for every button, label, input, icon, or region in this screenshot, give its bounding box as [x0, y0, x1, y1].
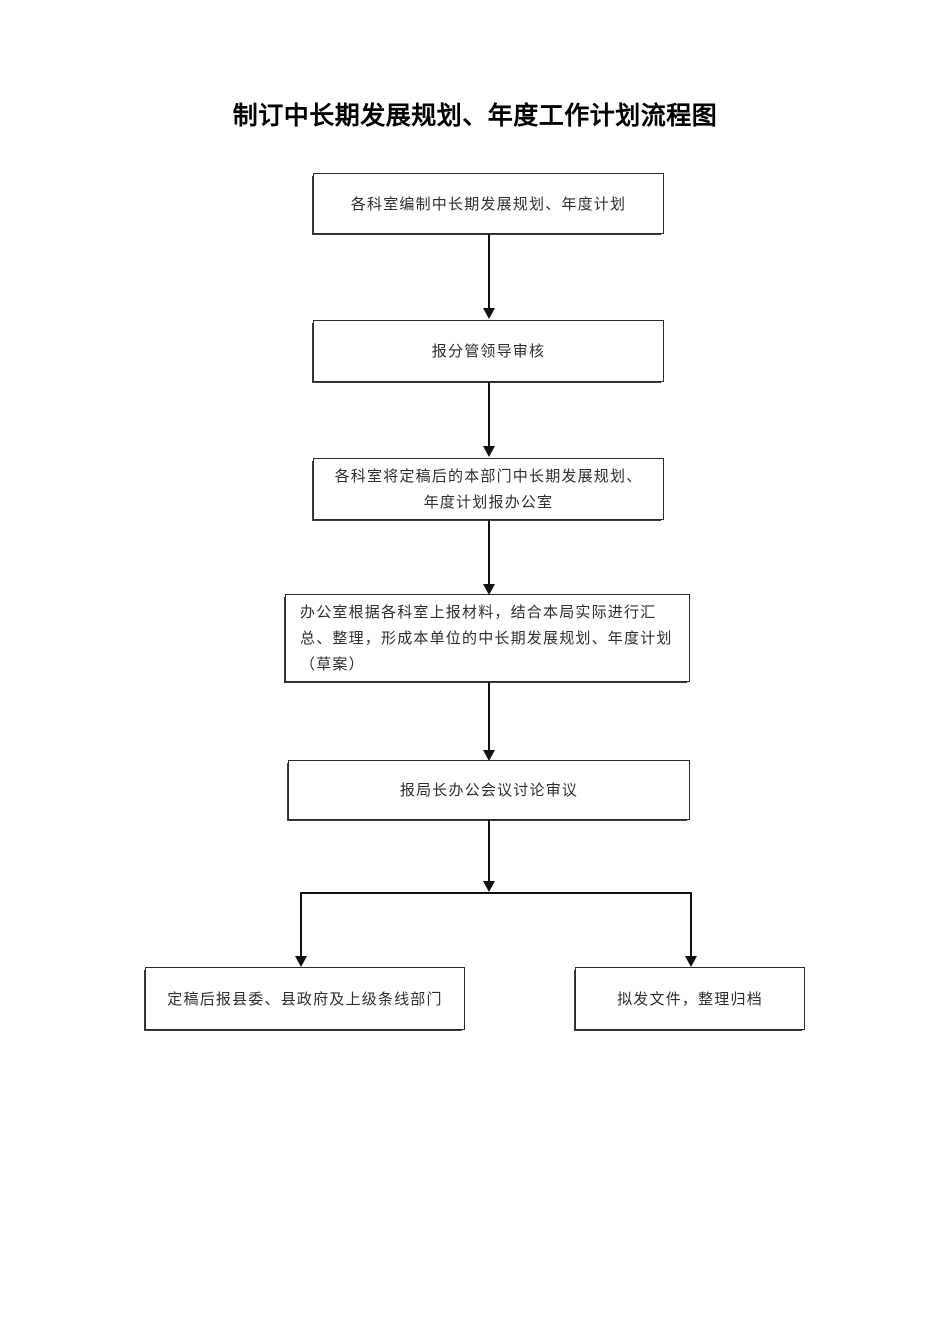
branch-right-line [690, 892, 692, 962]
flow-node-6a-line-1: 定稿后报县委、县政府及上级条线部门 [167, 989, 443, 1008]
flow-node-3[interactable]: 各科室将定稿后的本部门中长期发展规划、 年度计划报办公室 [313, 458, 664, 520]
branch-right-arrowhead-icon [685, 956, 697, 967]
flow-node-4[interactable]: 办公室根据各科室上报材料，结合本局实际进行汇 总、整理，形成本单位的中长期发展规… [285, 594, 690, 682]
page-title: 制订中长期发展规划、年度工作计划流程图 [232, 101, 718, 130]
connector-2-3-arrowhead-icon [483, 446, 495, 457]
flow-node-5-line-1: 报局长办公会议讨论审议 [399, 781, 579, 799]
connector-2-3-line [488, 382, 490, 448]
flow-node-2[interactable]: 报分管领导审核 [313, 320, 664, 382]
connector-4-5-arrowhead-icon [483, 750, 495, 761]
flow-node-4-line-2: 总、整理，形成本单位的中长期发展规划、年度计划 [300, 629, 673, 647]
flow-node-4-line-1: 办公室根据各科室上报材料，结合本局实际进行汇 [300, 603, 657, 621]
branch-left-line [300, 892, 302, 962]
flow-node-5[interactable]: 报局长办公会议讨论审议 [288, 760, 690, 820]
branch-left-arrowhead-icon [295, 956, 307, 967]
connector-4-5-line [488, 682, 490, 752]
flow-node-4-line-3: （草案） [300, 655, 365, 673]
connector-1-2-arrowhead-icon [483, 308, 495, 319]
flow-node-3-line-1: 各科室将定稿后的本部门中长期发展规划、 [334, 467, 643, 485]
connector-5-split-line [488, 820, 490, 886]
connector-3-4-line [488, 520, 490, 586]
flow-node-1[interactable]: 各科室编制中长期发展规划、年度计划 [313, 173, 664, 234]
flow-node-6b-line-1: 拟发文件，整理归档 [617, 989, 763, 1008]
flow-node-2-line-1: 报分管领导审核 [431, 342, 546, 360]
connector-1-2-line [488, 234, 490, 310]
flow-node-1-line-1: 各科室编制中长期发展规划、年度计划 [350, 194, 627, 213]
flow-node-3-line-2: 年度计划报办公室 [423, 493, 554, 511]
flow-node-6b[interactable]: 拟发文件，整理归档 [575, 967, 805, 1030]
split-bar-horizontal [300, 892, 690, 894]
connector-3-4-arrowhead-icon [483, 584, 495, 595]
connector-5-split-arrowhead-icon [483, 881, 495, 892]
flow-node-6a[interactable]: 定稿后报县委、县政府及上级条线部门 [145, 967, 465, 1030]
